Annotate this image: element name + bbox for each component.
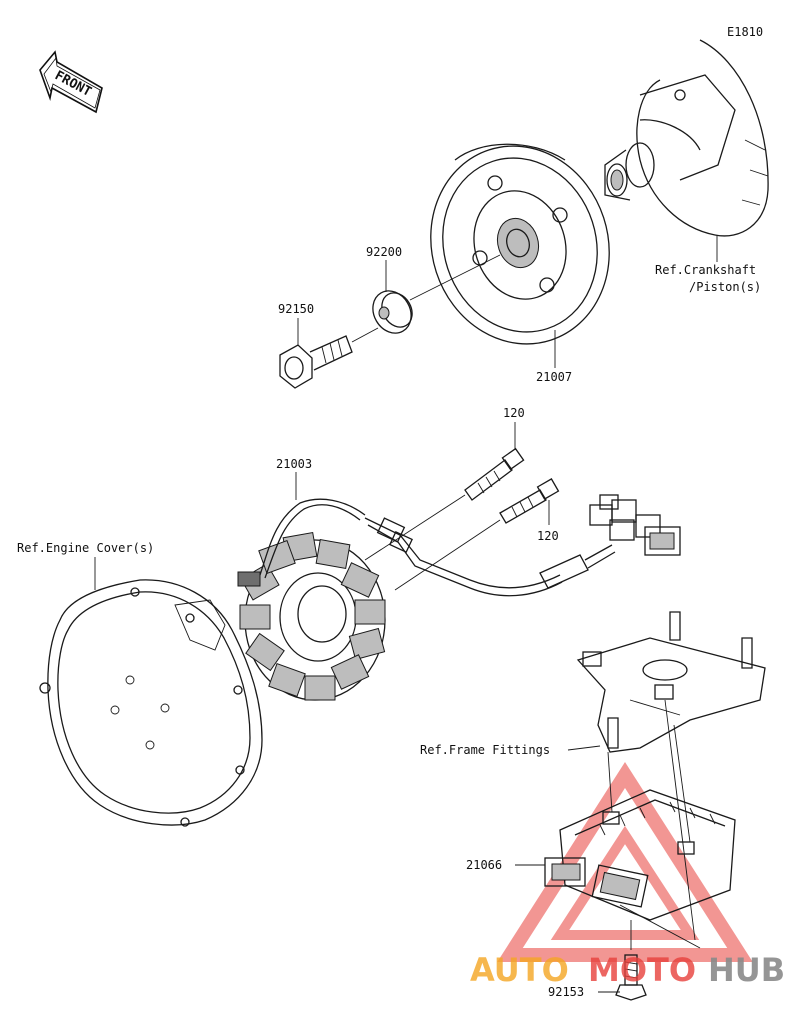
diagram-code: E1810 (727, 25, 763, 39)
wiring-harness (364, 494, 681, 597)
engine-cover (39, 579, 263, 827)
label-21007: 21007 (536, 370, 572, 384)
label-120-lower: 120 (537, 529, 559, 543)
stator-21003 (237, 498, 386, 701)
label-120-upper: 120 (503, 406, 525, 420)
bolt-120-upper (464, 447, 525, 501)
bolt-92153 (615, 954, 647, 1001)
bolt-92150 (279, 335, 353, 389)
watermark-moto: MOTO (588, 951, 696, 989)
bolt-120-lower (499, 478, 560, 524)
rotor-21007 (430, 143, 610, 345)
connector-plug (589, 494, 681, 556)
regulator-rectifier-21066 (544, 789, 736, 921)
frame-fitting-bracket (576, 611, 766, 753)
ref-frame-fittings: Ref.Frame Fittings (420, 743, 550, 757)
label-92153: 92153 (548, 985, 584, 999)
ref-engine-cover: Ref.Engine Cover(s) (17, 541, 154, 555)
front-arrow-icon: FRONT (39, 50, 103, 114)
watermark-hub: HUB (708, 951, 785, 989)
watermark-wordmark: AUTO MOTO HUB (470, 951, 785, 989)
label-21003: 21003 (276, 457, 312, 471)
label-21066: 21066 (466, 858, 502, 872)
washer-92200 (372, 290, 413, 334)
label-92200: 92200 (366, 245, 402, 259)
watermark-auto: AUTO (470, 951, 569, 989)
ref-crankshaft-line1: Ref.Crankshaft (655, 263, 756, 277)
crankshaft-reference (604, 39, 769, 237)
label-92150: 92150 (278, 302, 314, 316)
stator-poles (239, 531, 386, 701)
ref-crankshaft-line2: /Piston(s) (689, 280, 761, 294)
